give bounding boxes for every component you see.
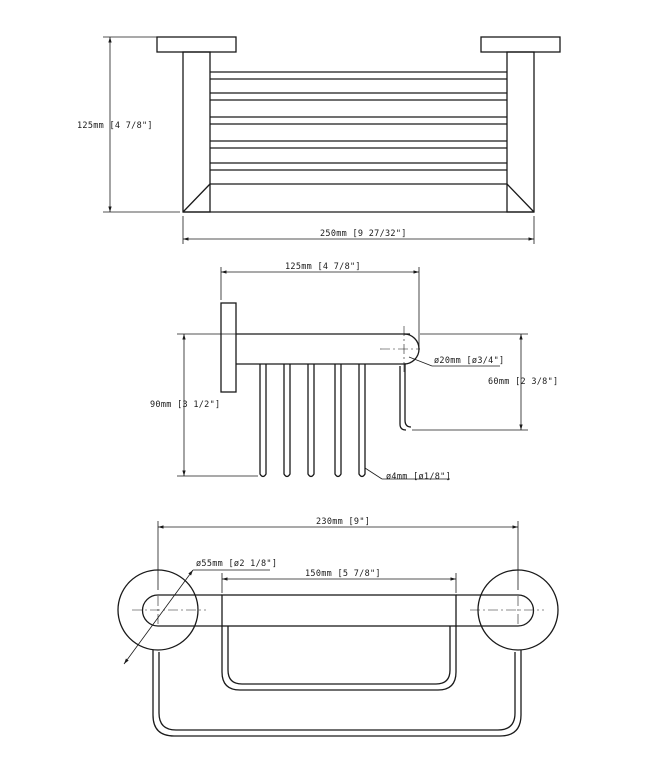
left-wall-plate [156,36,237,53]
shelf-rails [210,71,507,171]
tube-diameter-label: ø20mm [ø3/4"] [434,356,504,366]
front-width-label: 250mm [9 27/32"] [320,229,407,239]
rod-height-label: 60mm [2 3/8"] [488,377,558,387]
front-rod [404,364,412,428]
inner-bar [221,594,457,627]
front-view: 125mm [4 7/8"] 250mm [9 27/32"] [77,36,561,244]
inner-loop [221,626,457,691]
flange-diameter-label: ø55mm [ø2 1/8"] [196,559,277,569]
wire-diameter-label: ø4mm [ø1/8"] [386,472,451,482]
overall-width-label: 230mm [9"] [316,517,370,527]
side-depth-label: 125mm [4 7/8"] [285,262,361,272]
right-wall-plate [480,36,561,53]
hanging-wires [259,364,366,478]
top-view: 230mm [9"] 150mm [5 7/8"] ø55mm [ø2 1/8"… [117,517,559,737]
side-view: 125mm [4 7/8"] ø20mm [ø3/4"] 60mm [2 3/8… [150,262,558,482]
front-height-label: 125mm [4 7/8"] [77,121,153,131]
outer-loop [152,650,522,737]
side-wall-plate [220,302,237,393]
inner-width-label: 150mm [5 7/8"] [305,569,381,579]
overall-height-label: 90mm [3 1/2"] [150,400,220,410]
